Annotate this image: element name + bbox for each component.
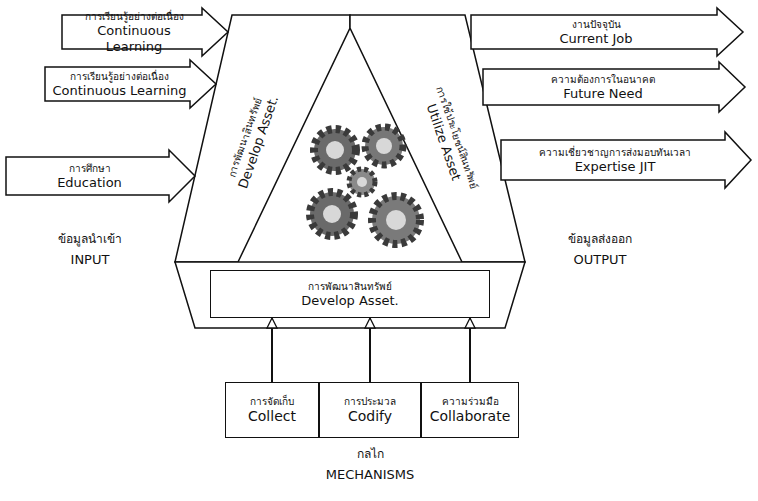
up-arrow — [271, 318, 273, 382]
thai-text: การจัดเก็บ — [250, 395, 294, 408]
output-arrow: ความต้องการในอนาคตFuture Need — [483, 62, 745, 112]
text-holder: การประมวลCodify — [320, 383, 420, 437]
text-holder: งานปัจจุบันCurrent Job — [471, 8, 743, 56]
text-holder: ความร่วมมือCollaborate — [422, 383, 518, 437]
text-holder: การเรียนรู้อย่างต่อเนื่องContinuous Lear… — [45, 60, 216, 108]
english-text: Develop Asset. — [301, 293, 398, 309]
text-holder: การจัดเก็บCollect — [226, 383, 318, 437]
english-text: Codify — [348, 408, 392, 425]
right-band — [350, 15, 525, 262]
text-holder: ความต้องการในอนาคตFuture Need — [483, 62, 745, 112]
section-label-thai: กลไก — [300, 447, 440, 462]
english-text: Future Need — [563, 86, 643, 102]
thai-text: การศึกษา — [69, 162, 111, 175]
english-text: Continuous Learning — [68, 23, 200, 55]
english-text: Expertise JIT — [575, 159, 656, 175]
develop-band: การพัฒนาสินทรัพย์Develop Asset. — [199, 43, 304, 238]
thai-text: ความเชี่ยวชาญการส่งมอบทันเวลา — [539, 146, 691, 159]
section-label: INPUT — [30, 252, 150, 268]
english-text: Continuous Learning — [53, 83, 187, 99]
section-label: OUTPUT — [540, 252, 660, 268]
text-holder: การพัฒนาสินทรัพย์Develop Asset. — [211, 271, 489, 317]
thai-text: การพัฒนาสินทรัพย์ — [308, 280, 392, 293]
english-text: Collect — [248, 408, 296, 425]
text-holder: การศึกษาEducation — [6, 150, 195, 202]
section-label: MECHANISMS — [300, 467, 440, 483]
thai-text: ความต้องการในอนาคต — [551, 73, 655, 86]
thai-text: การเรียนรู้อย่างต่อเนื่อง — [85, 10, 184, 23]
gear-group — [310, 127, 420, 244]
bottom-band — [175, 262, 525, 328]
mechanism-box: ความร่วมมือCollaborate — [421, 382, 519, 438]
english-text: Current Job — [560, 31, 633, 47]
english-text: Collaborate — [430, 408, 511, 425]
mechanism-box: การจัดเก็บCollect — [225, 382, 319, 438]
output-arrow: ความเชี่ยวชาญการส่งมอบทันเวลาExpertise J… — [501, 132, 751, 188]
output-arrow: งานปัจจุบันCurrent Job — [471, 8, 743, 56]
thai-text: ความร่วมมือ — [442, 395, 499, 408]
thai-text: งานปัจจุบัน — [572, 18, 621, 31]
text-holder: ความเชี่ยวชาญการส่งมอบทันเวลาExpertise J… — [501, 132, 751, 188]
section-label-thai: ข้อมูลนำเข้า — [30, 232, 150, 247]
input-arrow: การเรียนรู้อย่างต่อเนื่องContinuous Lear… — [62, 8, 228, 56]
up-arrow — [469, 318, 471, 382]
text-holder: การเรียนรู้อย่างต่อเนื่องContinuous Lear… — [62, 8, 228, 56]
up-arrow — [369, 318, 371, 382]
thai-text: การเรียนรู้อย่างต่อเนื่อง — [70, 70, 169, 83]
mechanism-box: การประมวลCodify — [319, 382, 421, 438]
input-arrow: การเรียนรู้อย่างต่อเนื่องContinuous Lear… — [45, 60, 216, 108]
text-holder: การพัฒนาสินทรัพย์Develop Asset. — [199, 43, 304, 238]
input-arrow: การศึกษาEducation — [6, 150, 195, 202]
thai-text: การประมวล — [344, 395, 396, 408]
develop-box: การพัฒนาสินทรัพย์Develop Asset. — [210, 270, 490, 318]
section-label-thai: ข้อมูลส่งออก — [540, 232, 660, 247]
english-text: Education — [57, 175, 122, 191]
